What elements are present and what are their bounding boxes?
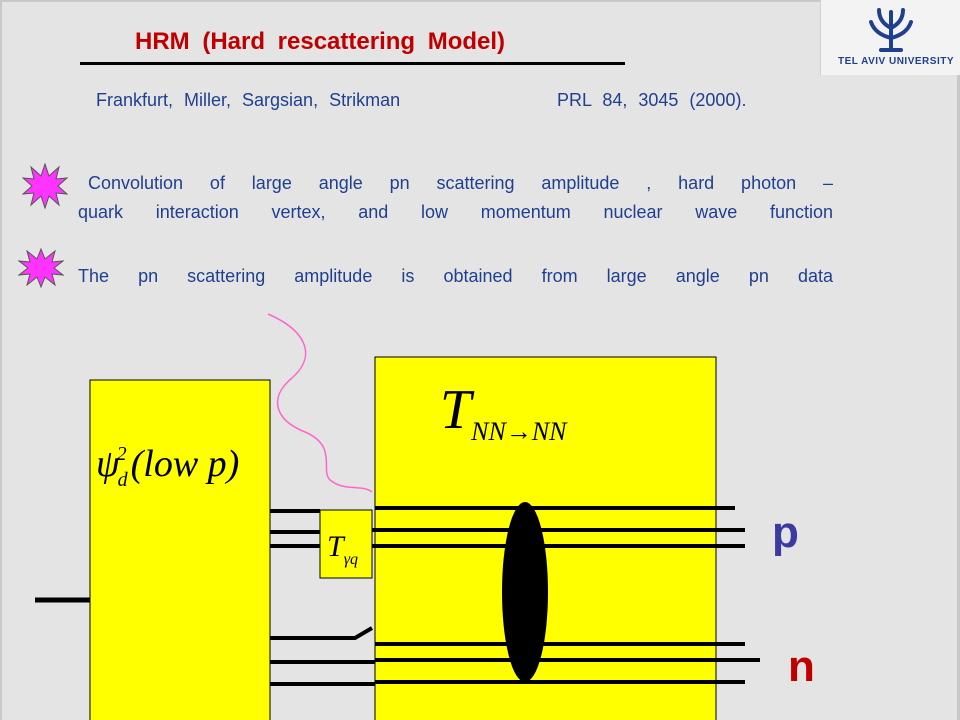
photon-vertex-label: Tγq [327,530,358,568]
proton-quark-lines [372,506,745,548]
bullet-2-line-1: The pn scattering amplitude is obtained … [78,266,833,286]
starburst-bullet-icon [18,248,64,288]
psi-superscript: 2 [117,443,127,465]
slide-title: HRM (Hard rescattering Model) [135,28,506,55]
bullet-1-line-2: quark interaction vertex, and low moment… [78,202,833,222]
t-nn-subscript: NN→NN [470,417,568,446]
reference-journal: PRL 84, 3045 (2000). [557,90,747,110]
outgoing-neutron-label: n [788,642,815,691]
university-logo-text: TEL AVIV UNIVERSITY [838,56,954,67]
psi-subscript: d [118,469,129,491]
quark-lines-lower [270,626,375,686]
t-gamma-q-symbol: T [327,530,346,563]
reference-authors: Frankfurt, Miller, Sargsian, Strikman [96,90,401,110]
tree-emblem-icon [869,8,913,52]
slide-border-top [0,0,960,2]
photon-quark-vertex-box [319,509,373,579]
hard-scattering-blob [502,502,548,682]
neutron-quark-lines [375,642,760,684]
photon-line [267,313,373,493]
wave-function-box [89,379,271,720]
t-gamma-q-subscript: γq [344,551,358,568]
nn-amplitude-label: TNN→NN [440,379,568,446]
slide-border-right [957,0,960,720]
bullet-1-line-1: Convolution of large angle pn scattering… [88,173,833,193]
wave-function-label: ψd 2(low p) [96,443,239,491]
psi-symbol: ψ [96,443,121,485]
slide-border-left [0,0,2,720]
t-nn-symbol: T [440,379,475,441]
university-logo [820,0,960,75]
title-underline [80,62,625,65]
outgoing-proton-label: p [772,508,799,557]
starburst-bullet-icon [22,163,68,209]
psi-argument: (low p) [131,443,240,485]
quark-lines-upper [270,509,320,548]
nn-amplitude-box [374,356,717,720]
